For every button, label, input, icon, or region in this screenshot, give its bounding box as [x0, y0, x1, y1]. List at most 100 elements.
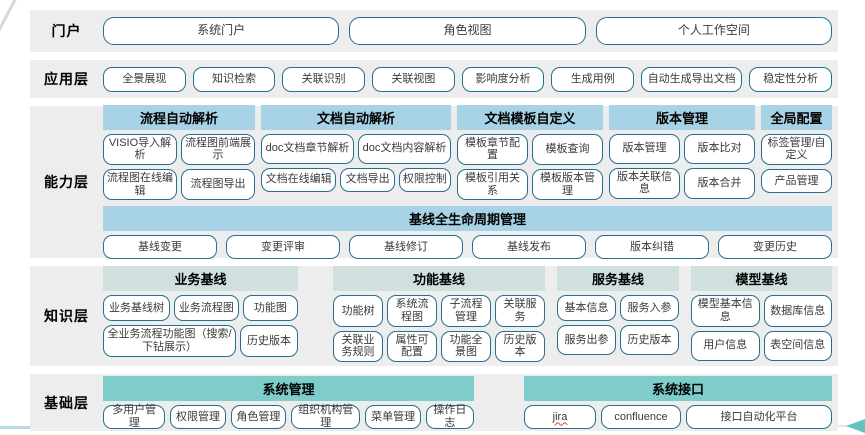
layer-band-capability: 能力层 流程自动解析 VISIO导入解析 流程图前端展示 流程图在线编辑 流程图…	[30, 104, 838, 260]
knowledge-button[interactable]: 服务入参	[620, 295, 679, 322]
capability-button[interactable]: 标签管理/自定义	[761, 133, 832, 165]
capability-button[interactable]: 文档导出	[340, 167, 395, 192]
capability-button[interactable]: 模板章节配置	[457, 133, 528, 165]
knowledge-button[interactable]: 数据库信息	[763, 295, 832, 327]
knowledge-button[interactable]: 用户信息	[691, 330, 760, 361]
jira-label: jira	[552, 410, 568, 423]
foundation-button[interactable]: 菜单管理	[365, 405, 421, 429]
application-button[interactable]: 知识检索	[192, 66, 276, 92]
group-header: 系统接口	[524, 376, 832, 401]
group-header: 流程自动解析	[103, 104, 255, 130]
capability-button[interactable]: 版本关联信息	[609, 167, 680, 199]
knowledge-button[interactable]: 服务出参	[557, 325, 616, 356]
capability-button[interactable]: VISIO导入解析	[103, 133, 177, 165]
baseline-button[interactable]: 版本纠错	[595, 235, 709, 260]
knowledge-button[interactable]: 关联服务	[495, 295, 545, 327]
foundation-group-system-management: 系统管理 多用户管理 权限管理 角色管理 组织机构管理 菜单管理 操作日志	[103, 376, 474, 429]
layer-band-application: 应用层 全景展现 知识检索 关联识别 关联视图 影响度分析 生成用例 自动生成导…	[30, 60, 838, 98]
capability-button[interactable]: 模板引用关系	[457, 169, 528, 201]
layer-band-portal: 门户 系统门户 角色视图 个人工作空间	[30, 10, 838, 52]
capability-button[interactable]: 流程图导出	[181, 169, 255, 201]
capability-button[interactable]: 版本比对	[684, 133, 755, 164]
capability-button[interactable]: doc文档内容解析	[358, 133, 451, 164]
knowledge-button[interactable]: 历史版本	[495, 330, 545, 362]
foundation-button-interface-platform[interactable]: 接口自动化平台	[686, 405, 832, 429]
capability-button[interactable]: 模板查询	[532, 133, 603, 165]
baseline-button[interactable]: 变更评审	[226, 235, 340, 260]
foundation-button[interactable]: 组织机构管理	[290, 404, 361, 429]
layer-band-knowledge: 知识层 业务基线 业务基线树 业务流程图 功能图 全业务流程功能图（搜索/下钻展…	[30, 266, 838, 366]
group-header: 文档模板自定义	[457, 104, 603, 130]
knowledge-group-model-baseline: 模型基线 模型基本信息 数据库信息 用户信息 表空间信息	[691, 266, 832, 366]
capability-button[interactable]: 版本合并	[684, 167, 755, 199]
knowledge-button[interactable]: 基本信息	[557, 295, 616, 322]
application-button[interactable]: 关联识别	[282, 66, 366, 92]
application-button[interactable]: 关联视图	[372, 66, 455, 92]
capability-button[interactable]: 文档在线编辑	[261, 167, 337, 192]
layer-label-application: 应用层	[44, 71, 89, 87]
group-header: 功能基线	[333, 266, 545, 292]
layer-band-foundation: 基础层 系统管理 多用户管理 权限管理 角色管理 组织机构管理 菜单管理 操作日…	[30, 374, 838, 431]
foundation-button-confluence[interactable]: confluence	[601, 405, 681, 429]
baseline-button[interactable]: 基线修订	[349, 235, 463, 260]
knowledge-button[interactable]: 属性可配置	[387, 330, 437, 362]
group-header: 文档自动解析	[261, 104, 451, 130]
foundation-button-jira[interactable]: jira	[524, 405, 596, 429]
capability-button[interactable]: 流程图前端展示	[181, 133, 255, 165]
group-header: 系统管理	[103, 376, 474, 401]
group-header: 版本管理	[609, 104, 755, 130]
knowledge-button[interactable]: 模型基本信息	[691, 295, 760, 327]
knowledge-button[interactable]: 功能树	[333, 295, 383, 327]
knowledge-button[interactable]: 子流程管理	[441, 295, 491, 327]
foundation-group-system-interface: 系统接口 jira confluence 接口自动化平台	[524, 376, 832, 429]
baseline-button[interactable]: 基线发布	[472, 235, 586, 260]
knowledge-button[interactable]: 系统流程图	[387, 295, 437, 327]
capability-group-process-parse: 流程自动解析 VISIO导入解析 流程图前端展示 流程图在线编辑 流程图导出	[103, 104, 255, 205]
capability-button[interactable]: 流程图在线编辑	[103, 169, 177, 201]
layer-label-capability: 能力层	[44, 174, 89, 190]
portal-button[interactable]: 角色视图	[349, 17, 586, 45]
capability-group-doc-parse: 文档自动解析 doc文档章节解析 doc文档内容解析 文档在线编辑 文档导出 权…	[261, 104, 451, 205]
knowledge-button[interactable]: 功能图	[242, 295, 299, 322]
application-button[interactable]: 生成用例	[551, 66, 635, 92]
capability-button[interactable]: 权限控制	[398, 167, 451, 192]
knowledge-group-function-baseline: 功能基线 功能树 系统流程图 子流程管理 关联服务 关联业务规则 属性可配置 功…	[333, 266, 545, 366]
baseline-button[interactable]: 变更历史	[718, 235, 832, 260]
knowledge-button[interactable]: 业务流程图	[174, 295, 239, 322]
knowledge-button[interactable]: 业务基线树	[103, 295, 171, 322]
layer-label-knowledge: 知识层	[44, 308, 89, 324]
application-button[interactable]: 全景展现	[103, 66, 186, 92]
knowledge-group-business-baseline: 业务基线 业务基线树 业务流程图 功能图 全业务流程功能图（搜索/下钻展示） 历…	[103, 266, 299, 366]
knowledge-button[interactable]: 表空间信息	[763, 330, 832, 361]
capability-button[interactable]: 产品管理	[761, 169, 832, 193]
application-button[interactable]: 稳定性分析	[749, 66, 833, 92]
knowledge-button[interactable]: 历史版本	[240, 325, 298, 357]
baseline-button[interactable]: 基线变更	[103, 235, 217, 260]
foundation-button[interactable]: 角色管理	[230, 405, 286, 429]
portal-button[interactable]: 系统门户	[103, 17, 340, 45]
application-button[interactable]: 自动生成导出文档	[641, 66, 743, 92]
group-header: 业务基线	[103, 266, 298, 292]
foundation-button[interactable]: 权限管理	[170, 405, 226, 429]
application-button[interactable]: 影响度分析	[461, 66, 545, 92]
group-header: 服务基线	[557, 266, 679, 292]
layer-label-foundation: 基础层	[44, 394, 89, 411]
knowledge-button[interactable]: 关联业务规则	[333, 330, 383, 362]
capability-button[interactable]: 模板版本管理	[532, 169, 603, 201]
capability-group-version: 版本管理 版本管理 版本比对 版本关联信息 版本合并	[609, 104, 755, 205]
layer-label-portal: 门户	[51, 23, 82, 39]
group-header: 模型基线	[691, 266, 832, 292]
architecture-diagram: 门户 系统门户 角色视图 个人工作空间 应用层 全景展现 知识检索 关联识别 关…	[0, 10, 865, 431]
foundation-button[interactable]: 操作日志	[425, 404, 474, 429]
knowledge-button[interactable]: 功能全景图	[441, 330, 491, 362]
knowledge-button[interactable]: 全业务流程功能图（搜索/下钻展示）	[103, 325, 236, 357]
capability-button[interactable]: 版本管理	[609, 133, 680, 164]
baseline-lifecycle-header: 基线全生命周期管理	[103, 206, 832, 232]
group-header: 全局配置	[761, 104, 832, 130]
capability-group-global-config: 全局配置 标签管理/自定义 产品管理	[761, 104, 832, 205]
portal-button[interactable]: 个人工作空间	[595, 17, 832, 45]
capability-button[interactable]: doc文档章节解析	[261, 133, 354, 164]
foundation-button[interactable]: 多用户管理	[103, 404, 166, 429]
capability-group-template: 文档模板自定义 模板章节配置 模板查询 模板引用关系 模板版本管理	[457, 104, 603, 205]
knowledge-button[interactable]: 历史版本	[620, 325, 679, 356]
